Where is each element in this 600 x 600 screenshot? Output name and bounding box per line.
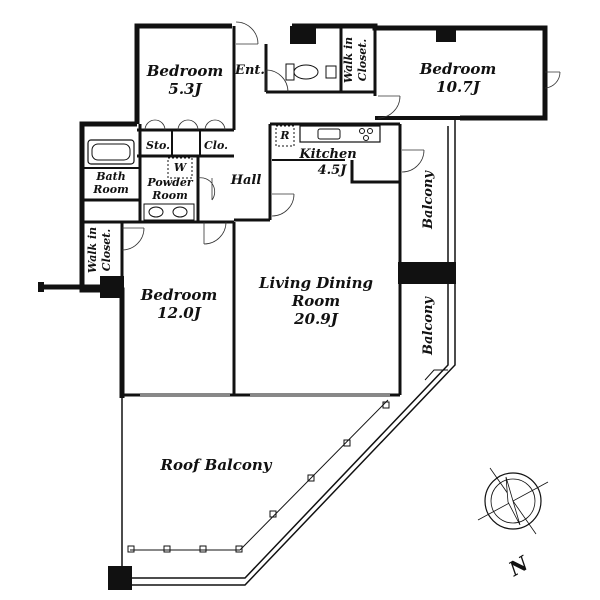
roof-balcony-label: Roof Balcony [159, 456, 272, 474]
wic-left-line2: Closet. [100, 229, 113, 272]
compass-north-label: N [504, 551, 533, 582]
bedroom-c-name: Bedroom [140, 286, 218, 304]
washer-label: W [174, 161, 188, 174]
storage-label: Sto. [146, 139, 170, 152]
ldk-name-line2: Room [291, 292, 340, 310]
bedroom-b-name: Bedroom [419, 60, 497, 78]
columns [38, 26, 456, 590]
kitchen-size: 4.5J [318, 163, 348, 178]
refrigerator-label: R [279, 129, 289, 142]
bedroom-a-size: 5.3J [168, 80, 202, 98]
fixtures [87, 63, 337, 221]
kitchen-name: Kitchen [298, 147, 356, 162]
bath-line1: Bath [95, 170, 126, 183]
wic-top-line2: Closet. [356, 39, 369, 82]
bath-line2: Room [92, 183, 128, 196]
bedroom-a-name: Bedroom [146, 62, 224, 80]
entrance-label: Ent. [234, 63, 265, 78]
interior-walls [82, 26, 460, 397]
bedroom-c-size: 12.0J [157, 304, 202, 322]
ldk-name-line1: Living Dining [258, 274, 373, 292]
doors [121, 21, 561, 251]
powder-line2: Room [151, 189, 187, 202]
powder-line1: Powder [146, 176, 193, 189]
closet-label: Clo. [204, 139, 228, 152]
windows [140, 190, 401, 396]
ldk-size: 20.9J [293, 310, 339, 328]
bedroom-b-size: 10.7J [436, 78, 481, 96]
wic-left-line1: Walk in [86, 227, 99, 273]
balcony-upper-label: Balcony [421, 170, 436, 230]
wic-top-line1: Walk in [342, 37, 355, 83]
roof-balcony-railing [127, 369, 448, 553]
compass [477, 467, 549, 535]
hall-label: Hall [230, 173, 262, 188]
balcony-lower-label: Balcony [421, 296, 436, 356]
